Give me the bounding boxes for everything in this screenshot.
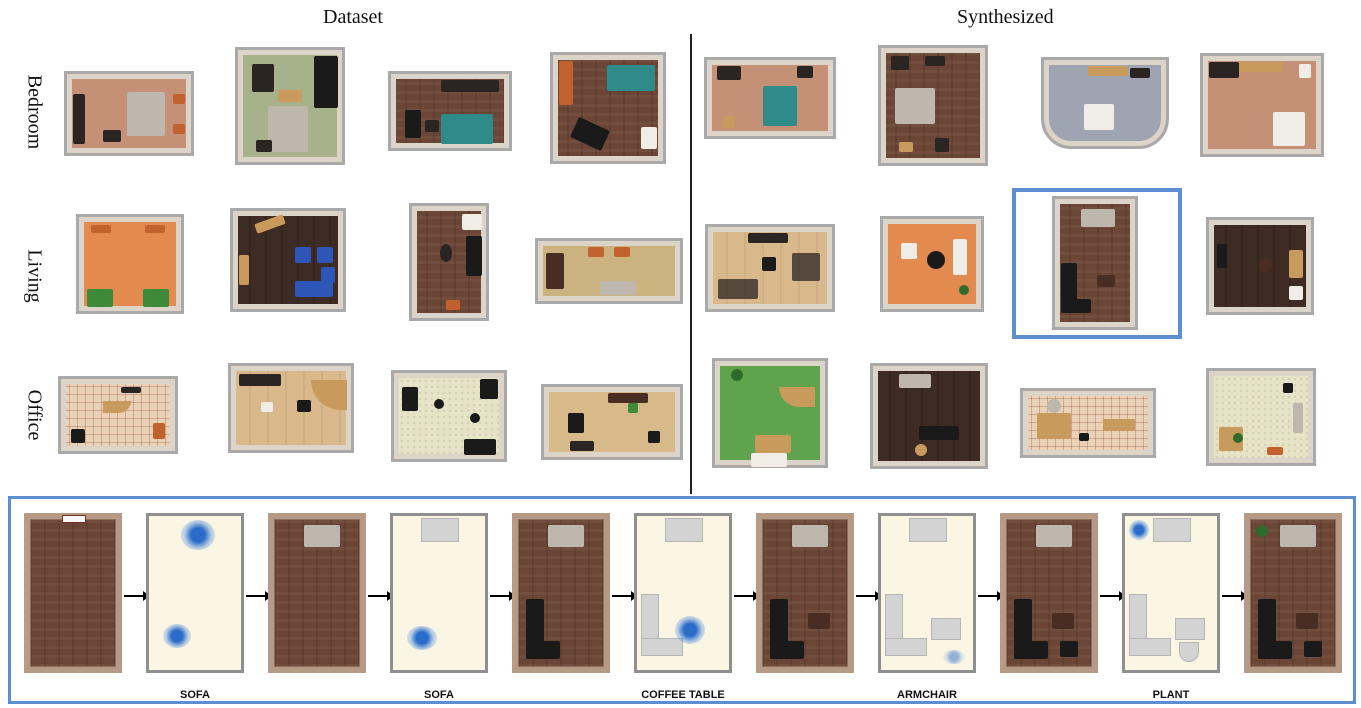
seq-heatmap-sofa-1 — [146, 513, 244, 673]
seq-step-room-armchair — [1000, 513, 1098, 673]
dataset-office-1 — [58, 376, 178, 454]
synthesized-heading: Synthesized — [957, 6, 1054, 28]
sequence-panel — [8, 496, 1356, 704]
dataset-bedroom-1 — [64, 71, 194, 156]
synth-bedroom-3 — [1041, 57, 1169, 149]
synth-office-3 — [1020, 388, 1156, 458]
synth-office-2 — [870, 363, 988, 469]
dataset-heading: Dataset — [323, 6, 383, 28]
dataset-living-4 — [535, 238, 683, 304]
seq-arrow — [1222, 591, 1248, 601]
synth-office-1 — [712, 358, 828, 468]
seq-arrow — [978, 591, 1004, 601]
dataset-living-1 — [76, 214, 184, 314]
seq-label-sofa-1: SOFA — [180, 689, 210, 701]
seq-arrow — [734, 591, 760, 601]
seq-arrow — [490, 591, 516, 601]
synth-living-1 — [705, 224, 835, 312]
selected-room-highlight — [1012, 188, 1182, 339]
synth-office-4 — [1206, 368, 1316, 466]
seq-heatmap-armchair — [878, 513, 976, 673]
column-divider — [690, 34, 692, 494]
seq-heatmap-plant — [1122, 513, 1220, 673]
seq-arrow — [368, 591, 394, 601]
seq-arrow — [1100, 591, 1126, 601]
dataset-office-2 — [228, 363, 354, 453]
seq-label-armchair: ARMCHAIR — [897, 689, 957, 701]
dataset-living-3 — [409, 203, 489, 321]
synth-living-4 — [1206, 217, 1314, 315]
synth-bedroom-2 — [878, 45, 988, 166]
synth-living-3 — [1052, 196, 1138, 330]
seq-step-room-two-sofas — [512, 513, 610, 673]
seq-arrow — [612, 591, 638, 601]
dataset-living-2 — [230, 208, 346, 312]
seq-step-room-sofa — [268, 513, 366, 673]
synth-bedroom-1 — [704, 57, 836, 139]
synth-living-2 — [880, 216, 984, 312]
seq-label-plant: PLANT — [1152, 689, 1190, 701]
seq-step-room-coffee-table — [756, 513, 854, 673]
seq-step-empty-room — [24, 513, 122, 673]
dataset-office-3 — [391, 370, 507, 462]
seq-arrow — [124, 591, 150, 601]
seq-heatmap-sofa-2 — [390, 513, 488, 673]
seq-arrow — [246, 591, 272, 601]
seq-label-coffee-table: COFFEE TABLE — [641, 689, 725, 701]
seq-heatmap-coffee-table — [634, 513, 732, 673]
dataset-bedroom-2 — [235, 47, 345, 165]
dataset-bedroom-3 — [388, 71, 512, 151]
seq-step-final-room — [1244, 513, 1342, 673]
dataset-office-4 — [541, 384, 683, 460]
seq-arrow — [856, 591, 882, 601]
synth-bedroom-4 — [1200, 53, 1324, 157]
seq-label-sofa-2: SOFA — [424, 689, 454, 701]
dataset-bedroom-4 — [550, 52, 666, 164]
